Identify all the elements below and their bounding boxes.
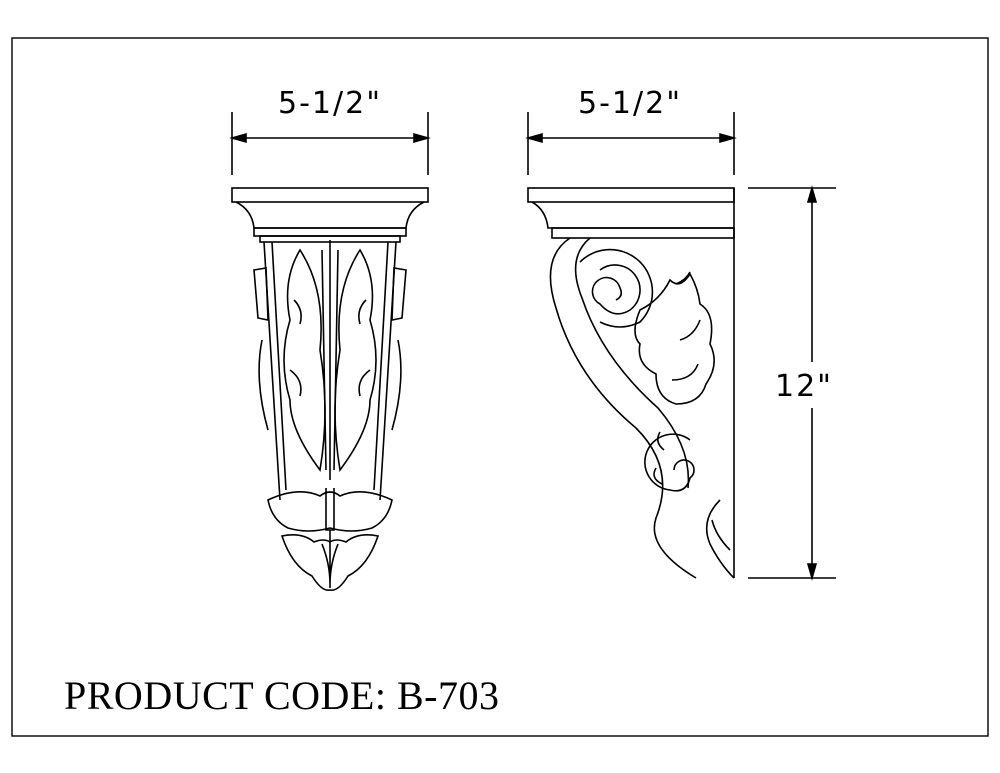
- side-view-corbel: [527, 187, 735, 579]
- side-width-label: 5-1/2": [578, 86, 682, 121]
- front-view-corbel: [231, 187, 429, 592]
- side-height-dimension: 12": [748, 185, 836, 581]
- side-width-dimension: 5-1/2": [525, 86, 737, 175]
- drawing-border: [11, 37, 989, 737]
- front-width-label: 5-1/2": [278, 86, 382, 121]
- front-width-dimension: 5-1/2": [229, 86, 431, 175]
- product-code-label: PRODUCT CODE: B-703: [64, 673, 500, 718]
- side-height-label: 12": [775, 369, 833, 404]
